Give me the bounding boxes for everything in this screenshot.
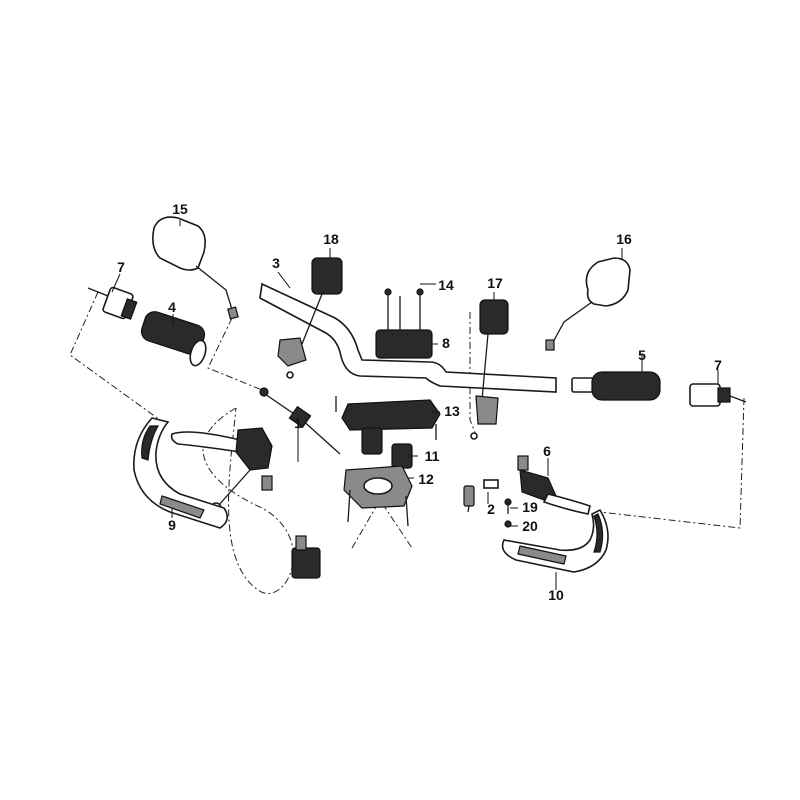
mirror-left (152, 216, 239, 320)
master-cylinder (291, 535, 321, 579)
callout-7-right: 7 (714, 357, 722, 373)
bar-end-left (87, 286, 138, 320)
callout-13: 13 (444, 403, 460, 419)
mounting-plate (343, 465, 413, 527)
bar-end-right (689, 383, 747, 407)
handlebar (259, 282, 557, 393)
callout-5: 5 (638, 347, 646, 363)
clamp-holder (335, 396, 441, 469)
callout-19: 19 (522, 499, 538, 515)
switch-left (277, 257, 343, 379)
switch-right (470, 299, 509, 440)
grip-right (571, 371, 661, 401)
callout-18: 18 (323, 231, 339, 247)
callout-14: 14 (438, 277, 454, 293)
callout-20: 20 (522, 518, 538, 534)
callout-labels: 1 2 3 4 5 6 7 7 8 9 10 11 12 13 14 15 16… (117, 201, 722, 603)
mirror-right (545, 257, 631, 351)
callout-9: 9 (168, 517, 176, 533)
callout-17: 17 (487, 275, 503, 291)
callout-11: 11 (425, 448, 440, 464)
grip-left (140, 311, 207, 367)
leader-lines (111, 220, 719, 590)
callout-3: 3 (272, 255, 280, 271)
callout-8: 8 (442, 335, 450, 351)
brake-switch (463, 479, 499, 513)
screws-19-20 (504, 498, 512, 528)
callout-7-left: 7 (117, 259, 125, 275)
throttle-cable (259, 387, 341, 455)
right-lever (517, 455, 591, 515)
callout-15: 15 (172, 201, 188, 217)
upper-clamp (375, 288, 433, 359)
callout-12: 12 (418, 471, 434, 487)
callout-6: 6 (543, 443, 551, 459)
callout-2: 2 (487, 501, 495, 517)
callout-4: 4 (168, 299, 176, 315)
callout-1: 1 (294, 415, 302, 431)
hand-guard-left (133, 417, 228, 529)
callout-16: 16 (616, 231, 632, 247)
callout-10: 10 (548, 587, 564, 603)
hand-guard-right (501, 508, 609, 573)
